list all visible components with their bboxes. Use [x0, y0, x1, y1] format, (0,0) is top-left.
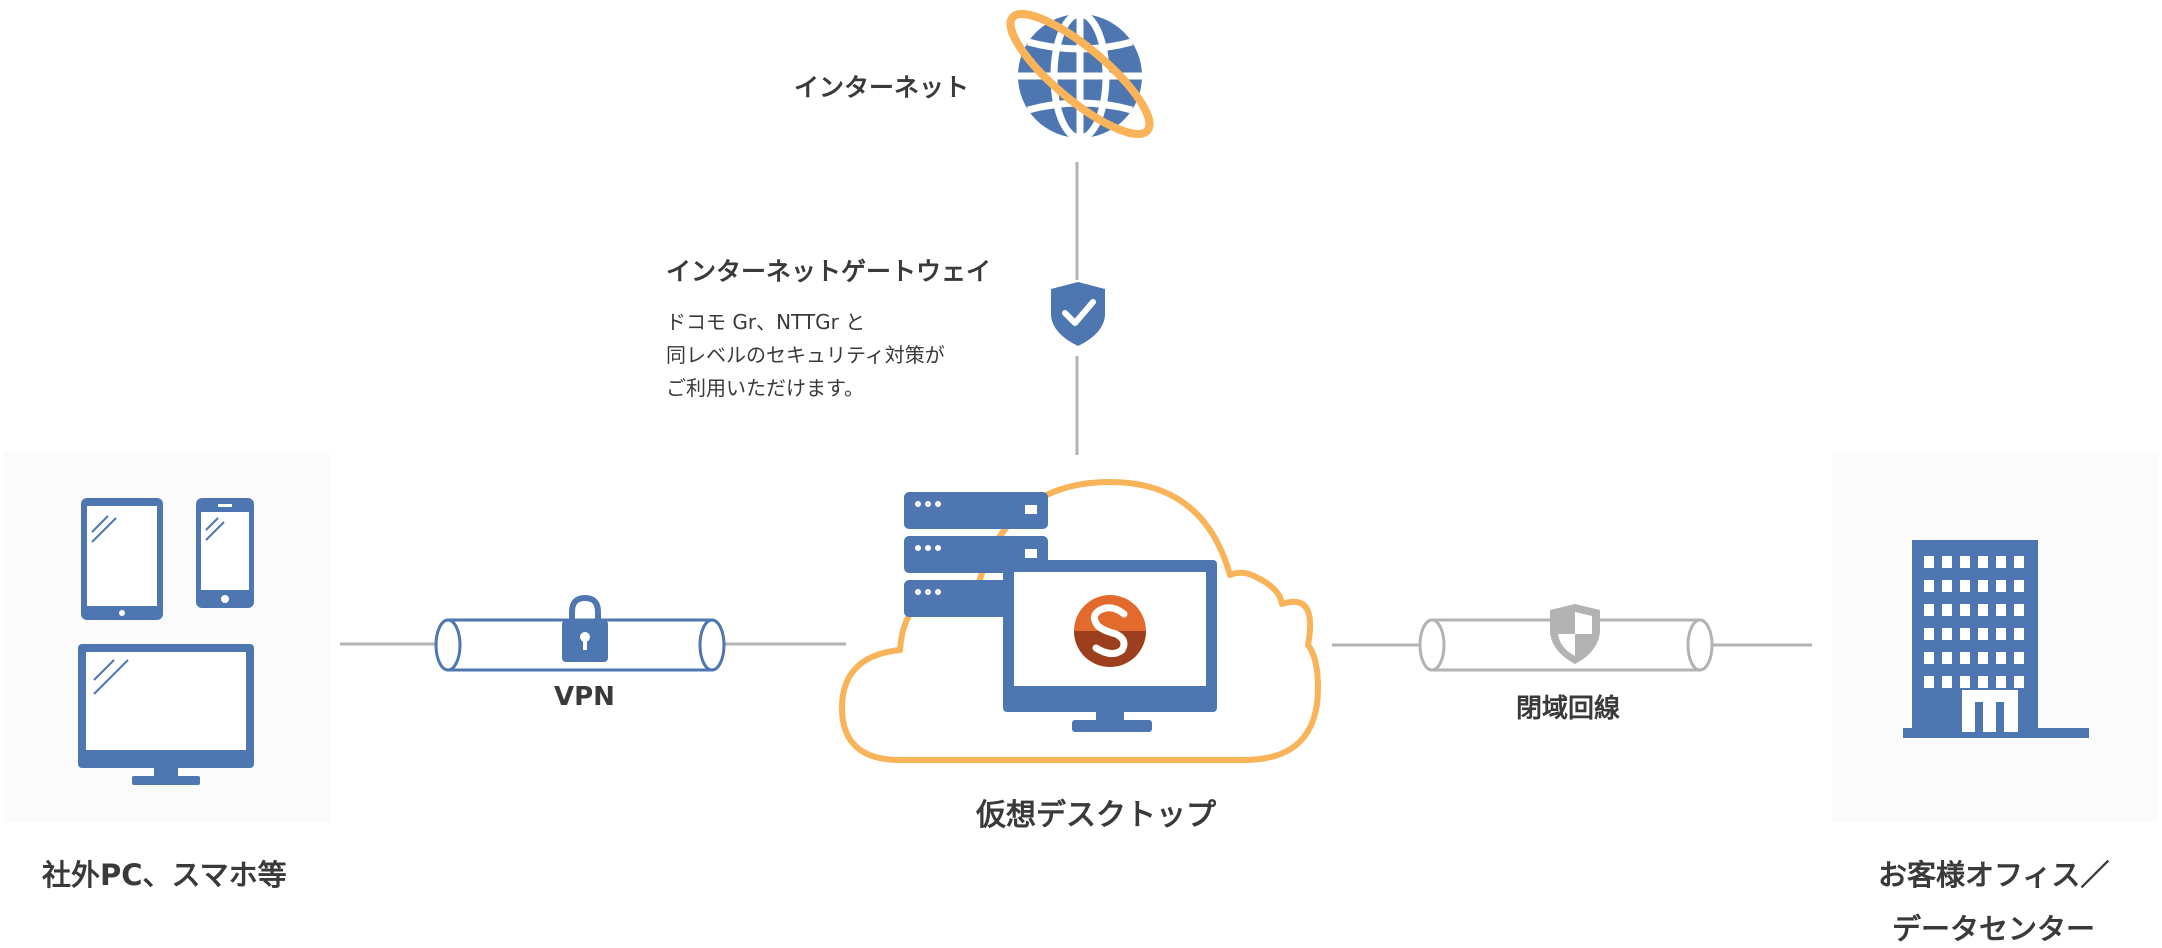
building-window [1978, 556, 1988, 568]
monitor-icon [1003, 560, 1217, 732]
building-window [1942, 676, 1952, 688]
building-window [1996, 580, 2006, 592]
vpn-tunnel [434, 594, 726, 672]
building-window [1942, 628, 1952, 640]
building-window [1996, 556, 2006, 568]
building-window [1996, 652, 2006, 664]
building-window [2014, 556, 2024, 568]
building-window [1924, 604, 1934, 616]
building-window [1960, 676, 1970, 688]
closed-network-tunnel [1418, 604, 1714, 672]
closed-network-label: 閉域回線 [1516, 694, 1621, 724]
vpn-label: VPN [554, 682, 615, 712]
office-label-line-2: データセンター [1892, 912, 2096, 946]
office-label-line-1: お客様オフィス／ [1878, 858, 2110, 892]
building-window [1960, 580, 1970, 592]
building-window [1978, 604, 1988, 616]
building-window [1978, 652, 1988, 664]
smartphone-icon [196, 498, 254, 608]
building-window [1942, 580, 1952, 592]
lock-icon [562, 594, 608, 662]
building-window [1996, 676, 2006, 688]
globe-icon [1006, 10, 1154, 142]
building-window [1978, 580, 1988, 592]
building-window [2014, 604, 2024, 616]
building-window [1978, 676, 1988, 688]
building-window [1942, 652, 1952, 664]
connector-lines [340, 162, 1812, 647]
building-window [1960, 628, 1970, 640]
building-window [1942, 604, 1952, 616]
building-window [2014, 628, 2024, 640]
tablet-icon [81, 498, 163, 620]
building-window [2014, 676, 2024, 688]
building-windows [1924, 556, 2024, 688]
building-window [1924, 676, 1934, 688]
cloud-icon [839, 479, 1321, 763]
building-window [1924, 580, 1934, 592]
building-window [1942, 556, 1952, 568]
internet-label: インターネット [794, 73, 970, 102]
product-logo [1074, 595, 1146, 667]
building-window [1924, 652, 1934, 664]
building-window [1960, 556, 1970, 568]
building-window [1978, 628, 1988, 640]
building-window [2014, 652, 2024, 664]
building-window [1924, 628, 1934, 640]
desktop-icon [78, 644, 254, 785]
building-window [1996, 604, 2006, 616]
building-window [1996, 628, 2006, 640]
building-window [1960, 652, 1970, 664]
gateway-description-line-2: 同レベルのセキュリティ対策が [666, 343, 945, 367]
office-building-icon [1903, 540, 2089, 738]
shield-icon [1550, 604, 1600, 664]
shield-check-icon [1051, 282, 1105, 346]
gateway-title: インターネットゲートウェイ [666, 257, 992, 286]
building-window [1924, 556, 1934, 568]
building-window [1960, 604, 1970, 616]
building-window [2014, 580, 2024, 592]
virtual-desktop-label: 仮想デスクトップ [976, 798, 1216, 833]
remote-devices-label: 社外PC、スマホ等 [42, 858, 287, 892]
gateway-description-line-1: ドコモ Gr、NTTGr と [666, 310, 866, 334]
gateway-description-line-3: ご利用いただけます。 [666, 376, 864, 400]
